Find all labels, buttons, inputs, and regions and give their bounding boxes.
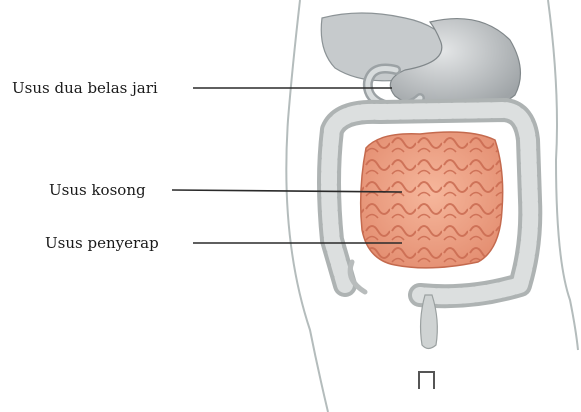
label-duodenum: Usus dua belas jari — [12, 79, 158, 97]
small-intestine — [361, 132, 503, 268]
label-ileum: Usus penyerap — [45, 234, 159, 252]
label-jejunum: Usus kosong — [49, 181, 146, 199]
anus-marker — [419, 372, 434, 389]
